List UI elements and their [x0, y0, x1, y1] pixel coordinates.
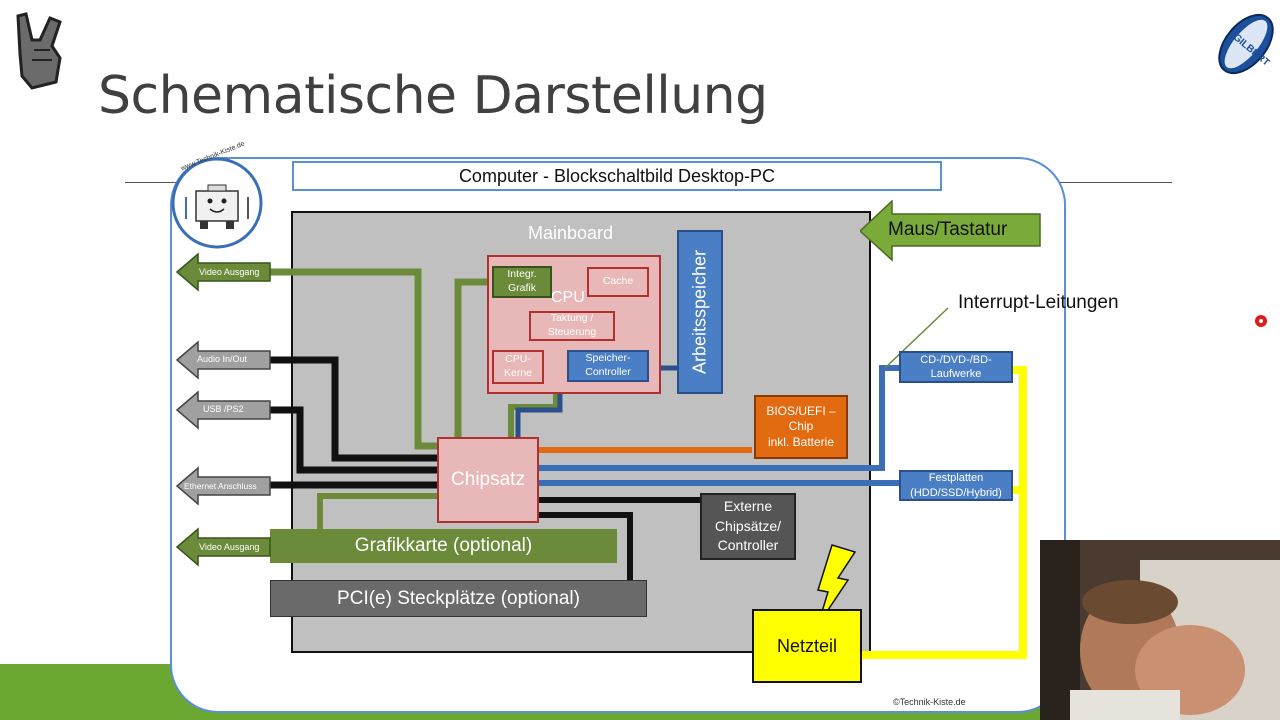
cpu-kerne-box: CPU-Kerne [492, 350, 544, 384]
interrupt-label: Interrupt-Leitungen [958, 292, 1119, 313]
fp-line1: Festplatten [928, 472, 984, 485]
externe-line3: Controller [717, 537, 779, 554]
presenter-video [1040, 540, 1280, 720]
integrated-graphics-box: Integr.Grafik [492, 266, 552, 298]
integr-grafik-line2: Grafik [507, 282, 536, 294]
port-video-2: Video Ausgang [199, 542, 260, 552]
speicher-line2: Controller [585, 366, 631, 378]
cpu-kerne-line1: CPU- [505, 353, 531, 366]
cache-box: Cache [587, 267, 649, 297]
maus-tastatur-arrow [860, 200, 1041, 262]
integr-grafik-line1: Integr. [507, 268, 537, 281]
port-ethernet: Ethernet Anschluss [184, 481, 257, 491]
credit-text: ©Technik-Kiste.de [893, 697, 966, 707]
bios-line3: inkl. Batterie [767, 434, 834, 449]
rock-hand-icon [16, 12, 62, 90]
arbeitsspeicher-label: Arbeitsspeicher [689, 249, 710, 375]
fp-line2: (HDD/SSD/Hybrid) [910, 486, 1002, 499]
netzteil-box: Netzteil [752, 609, 862, 683]
bios-line1: BIOS/UEFI – [766, 403, 836, 418]
rugby-ball-icon: GILBERT [1218, 13, 1274, 75]
cd-line1: CD-/DVD-/BD- [920, 353, 992, 366]
maus-tastatur-label: Maus/Tastatur [888, 219, 1008, 240]
port-video-1: Video Ausgang [199, 267, 260, 277]
taktung-box: Taktung /Steuerung [529, 311, 615, 341]
arbeitsspeicher-box: Arbeitsspeicher [677, 230, 723, 394]
bios-line2: Chip [788, 419, 814, 434]
externe-line1: Externe [723, 498, 773, 515]
taktung-line1: Taktung / [550, 312, 594, 325]
record-indicator-icon [1255, 315, 1267, 327]
diagram-header: Computer - Blockschaltbild Desktop-PC [292, 161, 942, 191]
externe-line2: Chipsätze/ [714, 517, 782, 534]
slide-title: Schematische Darstellung [98, 66, 768, 126]
cd-line2: Laufwerke [930, 368, 982, 380]
cd-dvd-box: CD-/DVD-/BD- Laufwerke [899, 351, 1013, 383]
cpu-label: CPU [551, 289, 585, 306]
chipsatz-box: Chipsatz [437, 437, 539, 523]
webcam-overlay [1040, 540, 1280, 720]
speicher-line1: Speicher- [585, 352, 631, 365]
port-usb: USB /PS2 [203, 404, 244, 414]
port-audio: Audio In/Out [197, 354, 248, 364]
taktung-line2: Steuerung [547, 326, 597, 338]
port-arrows [175, 252, 271, 567]
cpu-kerne-line2: Kerne [503, 367, 533, 379]
technik-kiste-logo [171, 157, 263, 249]
mainboard-label: Mainboard [528, 223, 614, 243]
pci-slots-box: PCI(e) Steckplätze (optional) [270, 580, 647, 617]
speicher-controller-box: Speicher-Controller [567, 350, 649, 382]
grafikkarte-box: Grafikkarte (optional) [270, 529, 617, 563]
festplatten-box: Festplatten(HDD/SSD/Hybrid) [899, 470, 1013, 501]
